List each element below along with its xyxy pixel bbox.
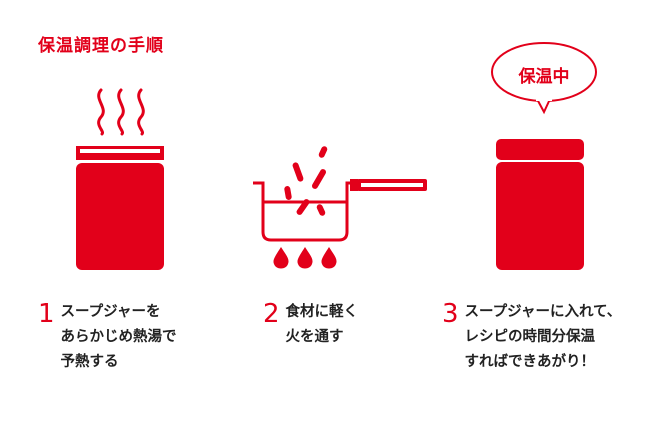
preheating-jar-icon — [76, 146, 164, 270]
step-3: 3 スープジャーに入れて、 レシピの時間分保温 すればできあがり！ — [442, 299, 622, 375]
step-text: スープジャーに入れて、 レシピの時間分保温 すればできあがり！ — [464, 304, 622, 370]
flame-icon — [273, 247, 337, 269]
bubble-label: 保温中 — [518, 67, 570, 87]
pot-handle-icon — [350, 179, 427, 191]
step-text: 食材に軽く 火を通す — [285, 304, 359, 345]
steam-icon — [97, 88, 145, 136]
pot-icon — [253, 181, 357, 242]
step-1: 1 スープジャーを あらかじめ熱湯で 予熱する — [38, 299, 177, 375]
step-number: 3 — [442, 299, 459, 329]
step-2: 2 食材に軽く 火を通す — [263, 299, 359, 350]
step-text: スープジャーを あらかじめ熱湯で 予熱する — [60, 304, 177, 370]
ingredients-icon — [284, 146, 328, 216]
step-number: 2 — [263, 299, 280, 329]
page-title: 保温調理の手順 — [38, 36, 164, 56]
step-number: 1 — [38, 299, 55, 329]
warming-jar-icon — [496, 139, 584, 270]
speech-bubble-icon — [491, 42, 597, 115]
